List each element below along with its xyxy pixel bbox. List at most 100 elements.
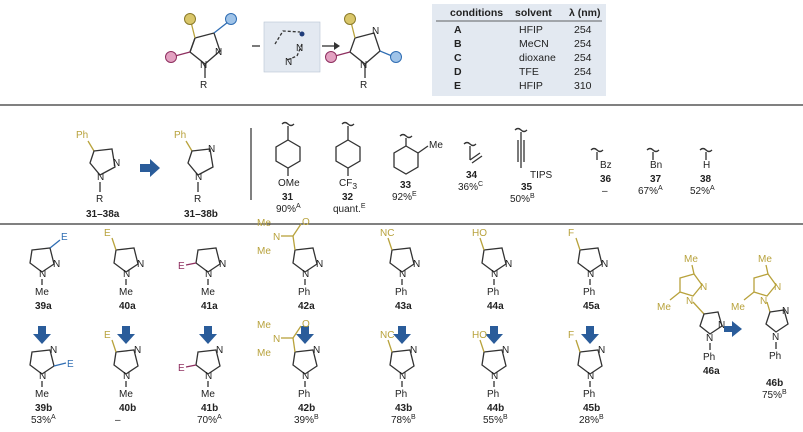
pink-substituent-dot-product	[325, 51, 337, 63]
n-label-40a: N	[137, 259, 144, 270]
compound-label-45a: 45a	[583, 301, 600, 312]
row3-scope: NNMeE39aNNMeE39b53%ANNMeE40aNNMeE40b–NNM…	[29, 217, 608, 426]
n-label-43b: N	[410, 345, 417, 356]
amide-me-top-42b: Me	[257, 320, 271, 331]
blue-arrow-46	[724, 321, 742, 337]
n-label-product: N	[208, 144, 215, 155]
n-substituent-40b: Me	[119, 389, 133, 400]
down-arrow-42a	[296, 326, 314, 344]
general-scheme: N N R N N N N R	[165, 13, 402, 91]
n-label-46a-4: N	[706, 333, 713, 344]
compound-label-42a: 42a	[298, 301, 315, 312]
compound-31-number: 31	[282, 192, 294, 203]
n-label-40b: N	[134, 345, 141, 356]
blue-arrow	[140, 159, 160, 177]
substituent-39a: E	[61, 232, 68, 243]
n-label-44b: N	[502, 345, 509, 356]
gold-substituent-dot	[184, 13, 196, 25]
n-label-41b-2: N	[205, 371, 212, 382]
n-label-46b: N	[774, 282, 781, 293]
table-header-wavelength: λ (nm)	[569, 7, 601, 19]
n-substituent-44a: Ph	[487, 287, 499, 298]
n-label-43b-2: N	[399, 371, 406, 382]
compound-label-39a: 39a	[35, 301, 52, 312]
n-label-39a-2: N	[39, 269, 46, 280]
product-label-46b: 46b	[766, 378, 783, 389]
o-label-42b: O	[302, 319, 310, 330]
n-label-46a-2: N	[686, 296, 693, 307]
n-substituent-44b: Ph	[487, 389, 499, 400]
yield-45b: 28%B	[579, 414, 604, 426]
gold-substituent-dot-product	[344, 13, 356, 25]
r-group-label-product: R	[360, 80, 367, 91]
compound-label-44b: 44b	[487, 403, 504, 414]
n-label-41a: N	[219, 259, 226, 270]
compound-33-yield: 92%E	[392, 191, 417, 203]
substituent-39b: E	[67, 359, 74, 370]
pyrazole-46a: Me N N Me N N Ph 46a	[657, 254, 725, 377]
o-label-42a: O	[302, 217, 310, 228]
row2-scope: Ph N N R 31–38a Ph N N R 31–38b OMe	[76, 121, 715, 220]
amide-me-bottom-42b: Me	[257, 348, 271, 359]
blue-substituent-dot	[225, 13, 237, 25]
n-label-42b-2: N	[302, 371, 309, 382]
compound-label-41b: 41b	[201, 403, 218, 414]
substituent-45a: F	[568, 228, 574, 239]
imidazole-31-38b: Ph N N R 31–38b	[174, 130, 218, 220]
down-arrow-39a	[33, 326, 51, 344]
me-label-46b-top: Me	[758, 254, 772, 265]
substituent-41b: E	[178, 363, 185, 374]
n-label: N	[113, 158, 120, 169]
me-label-46b-bottom: Me	[731, 302, 745, 313]
table-cell-r4-c2: 310	[574, 80, 592, 92]
substituent-37-group: Bn	[650, 160, 662, 171]
compound-label-39b: 39b	[35, 403, 52, 414]
n-substituent-41b: Me	[201, 389, 215, 400]
product-general-imidazole: N N R	[325, 13, 402, 91]
ph-label-46a: Ph	[703, 352, 715, 363]
n-label-41a-2: N	[205, 269, 212, 280]
blue-substituent-dot-product	[390, 51, 402, 63]
compound-label-43a: 43a	[395, 301, 412, 312]
n-atom-label: N	[215, 47, 222, 58]
compound-label-41a: 41a	[201, 301, 218, 312]
substituent-32-group: CF3	[339, 178, 357, 191]
substituent-34: 34 36%C	[458, 141, 483, 193]
me-label-46a-bottom: Me	[657, 302, 671, 313]
n-label-46a-3: N	[718, 320, 725, 331]
transposition-ring	[274, 30, 303, 61]
n-atom-label-2: N	[200, 60, 207, 71]
table-cell-r2-c1: dioxane	[519, 52, 556, 64]
table-cell-r3-c2: 254	[574, 66, 592, 78]
n-substituent-45a: Ph	[583, 287, 595, 298]
down-arrow-41a	[199, 326, 217, 344]
ph-label-product: Ph	[174, 130, 186, 141]
table-cell-r0-c0: A	[454, 24, 462, 36]
compound-32-number: 32	[342, 192, 354, 203]
n-substituent-42b: Ph	[298, 389, 310, 400]
n-label-39b-2: N	[39, 371, 46, 382]
n-label-42b: N	[313, 345, 320, 356]
n-label-44b-2: N	[491, 371, 498, 382]
n-atom-label-box-2: N	[285, 57, 292, 68]
compound-38-yield: 52%A	[690, 185, 715, 197]
compound-31-yield: 90%A	[276, 203, 301, 215]
n-label-product-2: N	[195, 172, 202, 183]
n-label-39b: N	[50, 345, 57, 356]
n-label-40a-2: N	[123, 269, 130, 280]
n-label-41b: N	[216, 345, 223, 356]
down-arrow-43a	[393, 326, 411, 344]
sm-label-31-38a: 31–38a	[86, 209, 120, 220]
amide-n-label-42a: N	[273, 232, 280, 243]
compound-label-40b: 40b	[119, 403, 136, 414]
yield-39b: 53%A	[31, 414, 56, 426]
n-label-43a: N	[413, 259, 420, 270]
n-label-43a-2: N	[399, 269, 406, 280]
product-label-31-38b: 31–38b	[184, 209, 218, 220]
n-substituent-41a: Me	[201, 287, 215, 298]
table-cell-r1-c1: MeCN	[519, 38, 549, 50]
r-group-label: R	[200, 80, 207, 91]
